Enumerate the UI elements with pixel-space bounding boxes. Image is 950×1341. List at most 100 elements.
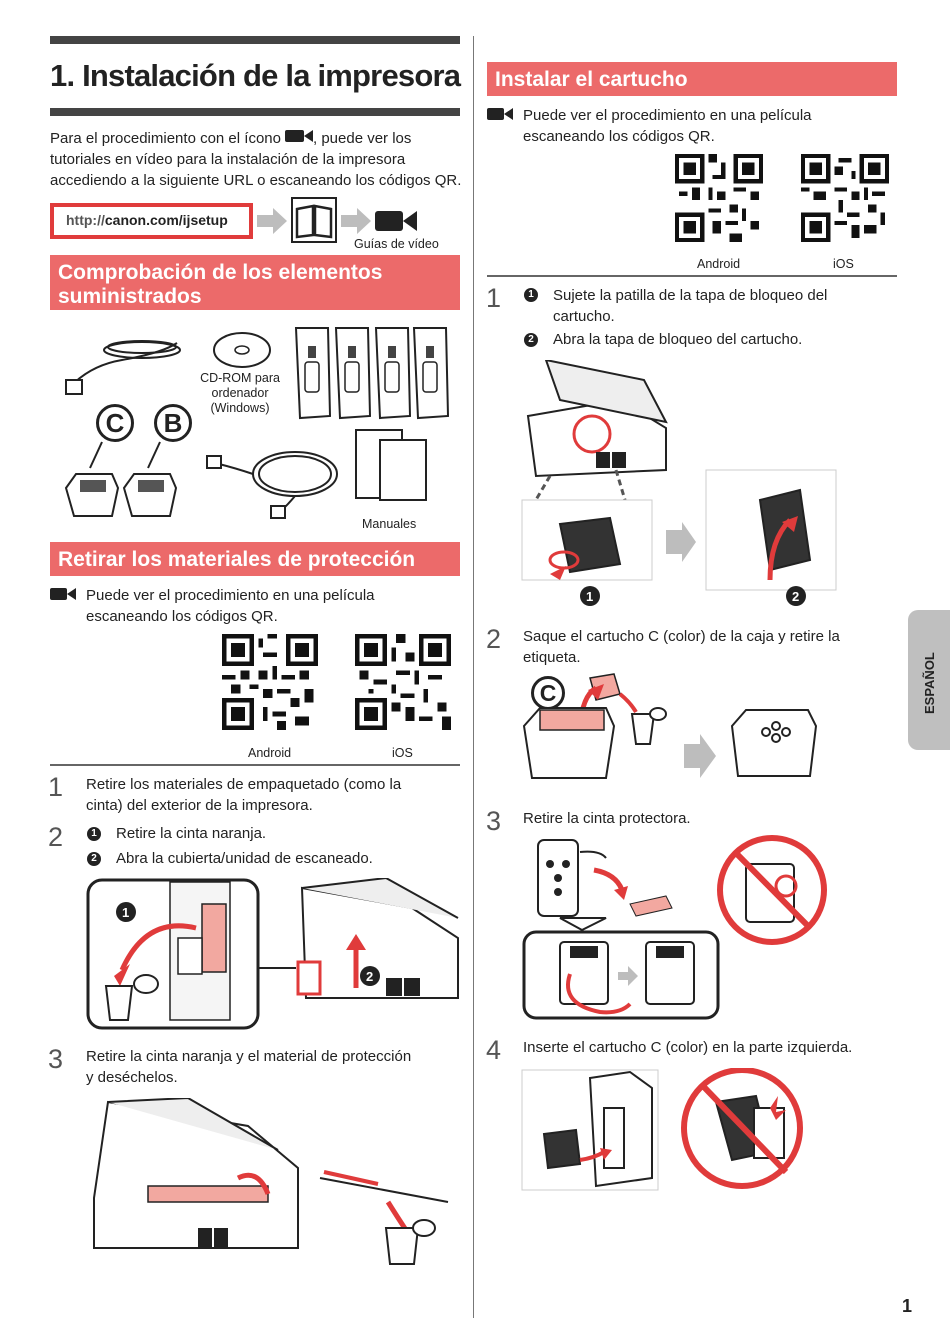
left-step-3-line-2: y deséchelos. (86, 1069, 178, 1086)
cartridges-illustration (64, 441, 178, 517)
qr-note-right: Puede ver el procedimiento en una pelícu… (523, 105, 812, 147)
url-host: canon.com/ijsetup (104, 212, 228, 228)
right-step-3-number: 3 (486, 806, 502, 836)
language-tab-label: ESPAÑOL (922, 652, 937, 714)
cartridge-b-label-circle: B (154, 404, 192, 442)
qr-label-android-right: Android (697, 257, 741, 271)
right-step-1-bullet-2: Abra la tapa de bloqueo del cartucho. (553, 331, 803, 348)
right-step-3-text: Retire la cinta protectora. (523, 810, 691, 827)
qr-note-left-2: escaneando los códigos QR. (86, 608, 278, 625)
bullet-1-icon: 1 (524, 288, 538, 302)
right-step-2-line-1: Saque el cartucho C (color) de la caja y… (523, 628, 840, 645)
cartridge-c-letter: C (105, 408, 125, 438)
remove-protective-tape-illustration (522, 835, 827, 1020)
svg-text:1: 1 (122, 905, 129, 920)
section-check-items: Comprobación de los elementos suministra… (50, 255, 460, 310)
arrow-right-icon (257, 208, 287, 234)
right-step-2-text: Saque el cartucho C (color) de la caja y… (523, 626, 840, 668)
qr-label-android-left: Android (248, 746, 292, 760)
qr-code-android-left[interactable] (222, 634, 318, 730)
divider-right-steps (487, 275, 897, 277)
right-step-2-number: 2 (486, 624, 502, 654)
left-step-2-bullet-1: Retire la cinta naranja. (116, 825, 267, 842)
video-camera-icon (487, 108, 513, 120)
url-protocol: http:// (66, 212, 105, 228)
qr-note-right-2: escaneando los códigos QR. (523, 128, 715, 145)
left-step-3-number: 3 (48, 1044, 64, 1074)
cdrom-label-3: (Windows) (210, 401, 270, 415)
title-rule-top (50, 36, 460, 44)
intro-line-1a: Para el procedimiento con el ícono (50, 130, 281, 147)
book-icon (291, 197, 337, 243)
power-cord-illustration (65, 340, 181, 395)
remove-label-illustration (522, 673, 818, 779)
qr-label-ios-left: iOS (392, 746, 413, 760)
manuals-label: Manuales (362, 517, 417, 531)
qr-note-left-1: Puede ver el procedimiento en una pelícu… (86, 587, 375, 604)
left-step-1-line-1: Retire los materiales de empaquetado (co… (86, 776, 402, 793)
qr-label-ios-right: iOS (833, 257, 854, 271)
intro-line-1b: , puede ver los (312, 130, 412, 147)
qr-code-ios-right[interactable] (801, 154, 889, 242)
language-tab[interactable]: ESPAÑOL (908, 610, 950, 750)
left-step-1-number: 1 (48, 772, 64, 802)
cartridge-c-label-circle: C (96, 404, 134, 442)
insert-cartridge-illustration (521, 1068, 803, 1191)
arrow-right-icon (341, 208, 371, 234)
video-camera-icon (284, 128, 313, 149)
cdrom-illustration (213, 332, 271, 368)
remove-tape-illustration: 1 2 (86, 878, 459, 1030)
left-step-2-bullet-2: Abra la cubierta/unidad de escaneado. (116, 850, 373, 867)
section-install-cartridge: Instalar el cartucho (487, 62, 897, 96)
qr-code-ios-left[interactable] (355, 634, 451, 730)
cdrom-label-1: CD-ROM para (200, 371, 280, 385)
intro-text: Para el procedimiento con el ícono , pue… (50, 128, 470, 191)
video-camera-icon (50, 588, 76, 600)
qr-note-right-1: Puede ver el procedimiento en una pelícu… (523, 107, 812, 124)
page-title: 1. Instalación de la impresora (50, 58, 461, 93)
left-step-2-number: 2 (48, 822, 64, 852)
svg-text:2: 2 (366, 969, 373, 984)
open-cartridge-lock-illustration: 1 2 (521, 360, 837, 606)
left-step-3-line-1: Retire la cinta naranja y el material de… (86, 1048, 412, 1065)
cartridge-c-label-circle: C (531, 676, 565, 710)
right-step-1-bullet-1: Sujete la patilla de la tapa de bloqueo … (553, 285, 827, 327)
section-check-title-1: Comprobación de los elementos (58, 261, 383, 284)
section-install-title: Instalar el cartucho (495, 68, 688, 91)
column-divider (473, 36, 474, 1318)
setup-url-link[interactable]: http://canon.com/ijsetup (50, 203, 253, 239)
section-remove-title: Retirar los materiales de protección (58, 548, 416, 571)
svg-text:1: 1 (586, 589, 593, 604)
section-remove-protection: Retirar los materiales de protección (50, 542, 460, 576)
remove-protective-material-illustration (93, 1098, 449, 1265)
video-camera-icon (375, 211, 417, 231)
right-step-1-bullet-1-line-2: cartucho. (553, 308, 615, 325)
usb-cable-illustration (206, 451, 338, 519)
intro-line-3: accediendo a la siguiente URL o escanean… (50, 172, 462, 189)
svg-text:2: 2 (792, 589, 799, 604)
page-number: 1 (902, 1296, 913, 1316)
bullet-2-icon: 2 (524, 333, 538, 347)
cartridge-c-letter: C (539, 680, 557, 706)
right-step-1-number: 1 (486, 283, 502, 313)
cdrom-label: CD-ROM para ordenador (Windows) (193, 371, 287, 416)
bullet-1-icon: 1 (87, 827, 101, 841)
title-rule-bottom (50, 108, 460, 116)
cdrom-label-2: ordenador (211, 386, 269, 400)
right-step-1-bullet-1-line-1: Sujete la patilla de la tapa de bloqueo … (553, 287, 828, 304)
right-step-2-line-2: etiqueta. (523, 649, 581, 666)
divider-left-steps (50, 764, 460, 766)
right-step-4-text: Inserte el cartucho C (color) en la part… (523, 1039, 853, 1056)
video-guides-label: Guías de vídeo (354, 237, 439, 251)
qr-code-android-right[interactable] (675, 154, 763, 242)
intro-line-2: tutoriales en vídeo para la instalación … (50, 151, 406, 168)
bullet-2-icon: 2 (87, 852, 101, 866)
left-step-1-line-2: cinta) del exterior de la impresora. (86, 797, 313, 814)
right-step-4-number: 4 (486, 1035, 502, 1065)
manuals-illustration (355, 429, 427, 501)
section-check-title-2: suministrados (58, 285, 202, 308)
qr-note-left: Puede ver el procedimiento en una pelícu… (86, 585, 375, 627)
left-step-1-text: Retire los materiales de empaquetado (co… (86, 774, 401, 816)
cartridge-b-letter: B (163, 408, 183, 438)
left-step-3-text: Retire la cinta naranja y el material de… (86, 1046, 411, 1088)
